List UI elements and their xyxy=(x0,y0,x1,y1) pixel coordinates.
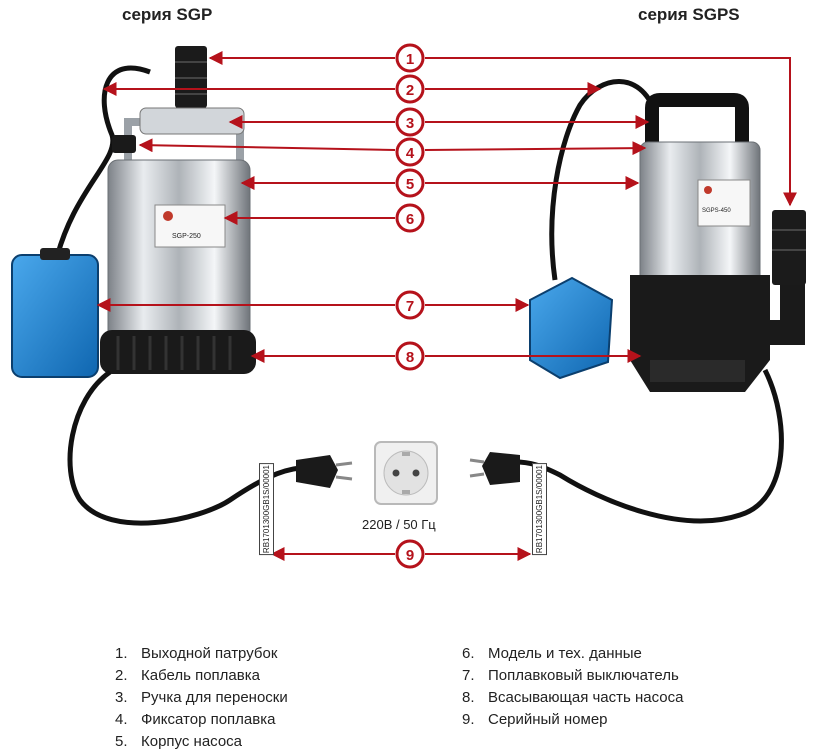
serial-tag-left: RB1701300GB1S/00001 xyxy=(259,463,274,556)
callout-lines xyxy=(96,51,797,561)
pump-sgp: SGP-250 xyxy=(11,46,353,526)
float-clamp-left xyxy=(112,135,136,153)
pump-sgps: SGPS-450 xyxy=(469,79,806,524)
series-title-sgps: серия SGPS xyxy=(638,5,740,24)
plug-right-icon xyxy=(469,452,520,485)
wall-socket-icon xyxy=(374,441,438,505)
legend-right: 6.Модель и тех. данные 7.Поплавковый вык… xyxy=(462,643,683,731)
svg-text:6: 6 xyxy=(406,211,414,228)
svg-text:4: 4 xyxy=(406,145,415,162)
legend-item: 2.Кабель поплавка xyxy=(115,667,260,684)
carry-handle-right xyxy=(645,93,749,150)
svg-text:5: 5 xyxy=(406,176,414,193)
callout-badges: 1 2 3 4 5 6 7 8 9 xyxy=(395,43,425,569)
power-cable-left xyxy=(67,369,301,526)
svg-text:9: 9 xyxy=(406,547,414,564)
callout-badge-1: 1 xyxy=(395,43,425,73)
power-cable-right xyxy=(514,368,784,524)
model-plate-label-left: SGP-250 xyxy=(172,233,201,240)
callout-badge-6: 6 xyxy=(395,203,425,233)
plug-left-icon xyxy=(296,455,353,488)
float-switch-left xyxy=(11,254,99,378)
legend-item: 6.Модель и тех. данные xyxy=(462,645,642,662)
svg-text:1: 1 xyxy=(406,51,414,68)
legend-item: 3.Ручка для переноски xyxy=(115,689,288,706)
svg-text:3: 3 xyxy=(406,115,414,132)
model-plate-label-right: SGPS-450 xyxy=(702,208,731,214)
legend-item: 5.Корпус насоса xyxy=(115,733,243,750)
svg-text:8: 8 xyxy=(406,349,414,366)
pump-body-left xyxy=(107,159,251,341)
suction-base-left xyxy=(100,330,256,374)
legend-item: 4.Фиксатор поплавка xyxy=(115,711,276,728)
legend-item: 9.Серийный номер xyxy=(462,711,608,728)
callout-badge-5: 5 xyxy=(395,168,425,198)
outlet-nozzle-right xyxy=(720,280,805,345)
legend-item: 8.Всасывающая часть насоса xyxy=(462,689,684,706)
float-cable-right xyxy=(549,79,658,281)
callout-badge-4: 4 xyxy=(395,137,425,167)
socket-voltage-label: 220В / 50 Гц xyxy=(362,517,436,532)
legend-item: 7.Поплавковый выключатель xyxy=(462,667,679,684)
svg-text:7: 7 xyxy=(406,298,414,315)
callout-badge-3: 3 xyxy=(395,107,425,137)
callout-badge-9: 9 xyxy=(395,539,425,569)
callout-badge-2: 2 xyxy=(395,74,425,104)
series-title-sgp: серия SGP xyxy=(122,5,213,24)
callout-badge-7: 7 xyxy=(395,290,425,320)
legend-left: 1.Выходной патрубок 2.Кабель поплавка 3.… xyxy=(115,643,288,753)
float-switch-right xyxy=(529,276,614,380)
legend-item: 1.Выходной патрубок xyxy=(115,645,278,662)
callout-badge-8: 8 xyxy=(395,341,425,371)
svg-text:2: 2 xyxy=(406,82,414,99)
model-plate-left xyxy=(154,204,226,248)
serial-tag-right: RB1701300GB1S/00001 xyxy=(532,463,547,556)
float-cable-left xyxy=(52,65,151,266)
